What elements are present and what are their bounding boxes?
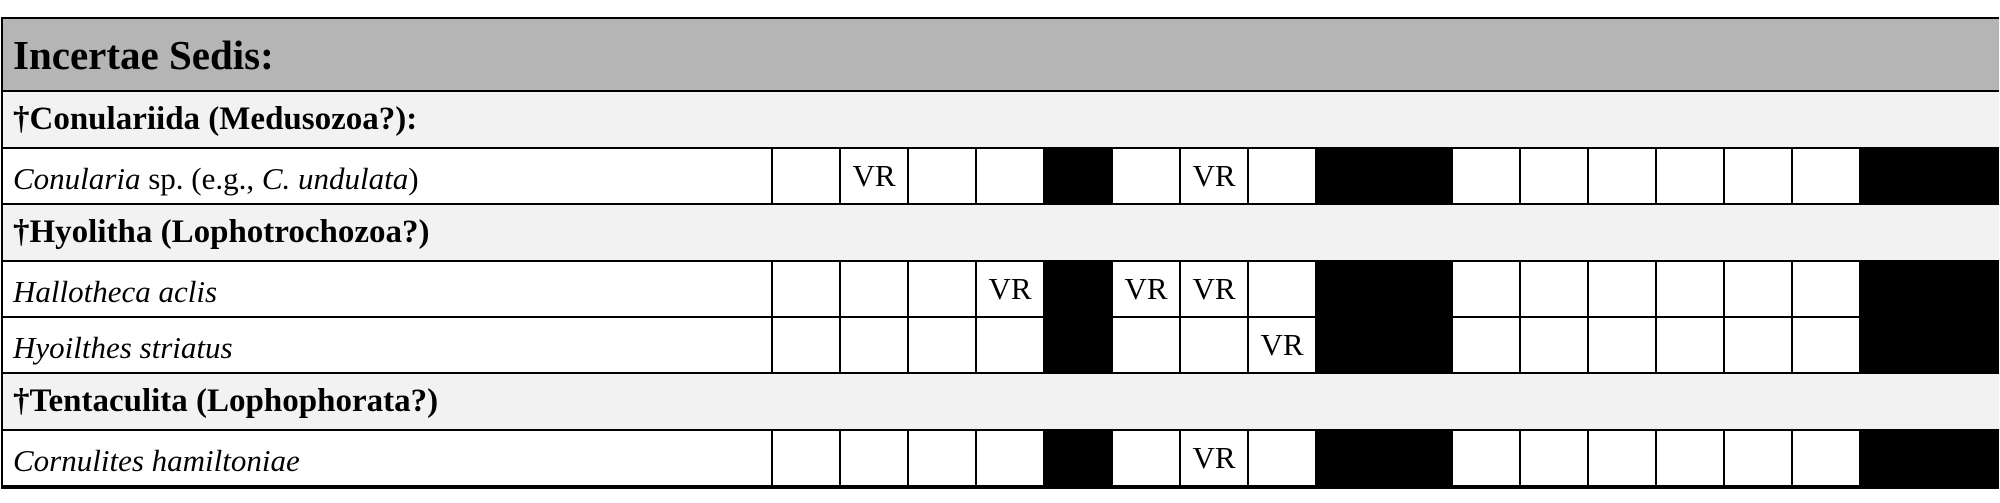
occurrence-cell <box>1725 431 1793 485</box>
occurrence-cell <box>1181 318 1249 372</box>
occurrence-cell <box>1453 318 1521 372</box>
occurrence-cell: VR <box>841 149 909 203</box>
occurrence-cell <box>1453 149 1521 203</box>
blocked-cell <box>1929 318 1999 372</box>
occurrence-cell <box>773 262 841 316</box>
occurrence-cell <box>1793 431 1861 485</box>
species-row: Conularia sp. (e.g., C. undulata) VR VR <box>3 149 1999 205</box>
species-row: Cornulites hamiltoniae VR <box>3 431 1999 487</box>
blocked-cell <box>1385 149 1453 203</box>
group-header: †Tentaculita (Lophophorata?) <box>3 374 1999 431</box>
occurrence-cell <box>1113 431 1181 485</box>
occurrence-cell: VR <box>1181 262 1249 316</box>
blocked-cell <box>1045 431 1113 485</box>
blocked-cell <box>1929 149 1999 203</box>
blocked-cell <box>1861 431 1929 485</box>
occurrence-cell <box>841 318 909 372</box>
occurrence-cell <box>1725 149 1793 203</box>
blocked-cell <box>1861 149 1929 203</box>
blocked-cell <box>1929 431 1999 485</box>
blocked-cell <box>1317 318 1385 372</box>
blocked-cell <box>1929 262 1999 316</box>
species-name: Hyoilthes striatus <box>3 318 773 372</box>
group-header: †Conulariida (Medusozoa?): <box>3 92 1999 149</box>
occurrence-cell <box>1589 431 1657 485</box>
occurrence-cell <box>1113 149 1181 203</box>
blocked-cell <box>1317 431 1385 485</box>
occurrence-table: Incertae Sedis: †Conulariida (Medusozoa?… <box>1 17 1999 489</box>
blocked-cell <box>1045 262 1113 316</box>
occurrence-cell <box>909 149 977 203</box>
blocked-cell <box>1861 262 1929 316</box>
occurrence-cell <box>1113 318 1181 372</box>
blocked-cell <box>1317 149 1385 203</box>
occurrence-cell <box>773 318 841 372</box>
occurrence-cell <box>1453 262 1521 316</box>
blocked-cell <box>1385 431 1453 485</box>
occurrence-cell <box>1657 318 1725 372</box>
blocked-cell <box>1045 149 1113 203</box>
occurrence-cell: VR <box>1113 262 1181 316</box>
occurrence-cell <box>977 149 1045 203</box>
table-body: †Conulariida (Medusozoa?):Conularia sp. … <box>3 92 1999 487</box>
species-name: Hallotheca aclis <box>3 262 773 316</box>
blocked-cell <box>1861 318 1929 372</box>
occurrence-cell <box>841 431 909 485</box>
occurrence-cell <box>841 262 909 316</box>
occurrence-cell <box>1521 149 1589 203</box>
occurrence-cell: VR <box>1249 318 1317 372</box>
occurrence-cell <box>1793 318 1861 372</box>
occurrence-cell <box>773 149 841 203</box>
occurrence-cell <box>1521 431 1589 485</box>
blocked-cell <box>1385 318 1453 372</box>
occurrence-cell <box>909 318 977 372</box>
occurrence-cell: VR <box>1181 149 1249 203</box>
occurrence-cell <box>1793 149 1861 203</box>
occurrence-cell <box>1521 318 1589 372</box>
occurrence-cell <box>1453 431 1521 485</box>
occurrence-cell: VR <box>1181 431 1249 485</box>
occurrence-cell <box>1589 149 1657 203</box>
species-row: Hyoilthes striatus VR <box>3 318 1999 374</box>
occurrence-cell <box>1249 431 1317 485</box>
blocked-cell <box>1317 262 1385 316</box>
occurrence-cell <box>1521 262 1589 316</box>
occurrence-cell <box>977 318 1045 372</box>
occurrence-cell <box>1657 149 1725 203</box>
group-header: †Hyolitha (Lophotrochozoa?) <box>3 205 1999 262</box>
species-name: Cornulites hamiltoniae <box>3 431 773 485</box>
occurrence-cell <box>1793 262 1861 316</box>
occurrence-cell <box>773 431 841 485</box>
blocked-cell <box>1045 318 1113 372</box>
table-title: Incertae Sedis: <box>3 19 1999 92</box>
occurrence-cell <box>1249 262 1317 316</box>
occurrence-cell <box>1657 262 1725 316</box>
species-name: Conularia sp. (e.g., C. undulata) <box>3 149 773 203</box>
occurrence-cell <box>909 431 977 485</box>
occurrence-cell <box>1589 318 1657 372</box>
occurrence-cell <box>1725 318 1793 372</box>
occurrence-cell <box>977 431 1045 485</box>
occurrence-cell <box>1249 149 1317 203</box>
occurrence-cell <box>909 262 977 316</box>
occurrence-cell <box>1589 262 1657 316</box>
blocked-cell <box>1385 262 1453 316</box>
occurrence-cell <box>1725 262 1793 316</box>
occurrence-cell <box>1657 431 1725 485</box>
occurrence-cell: VR <box>977 262 1045 316</box>
